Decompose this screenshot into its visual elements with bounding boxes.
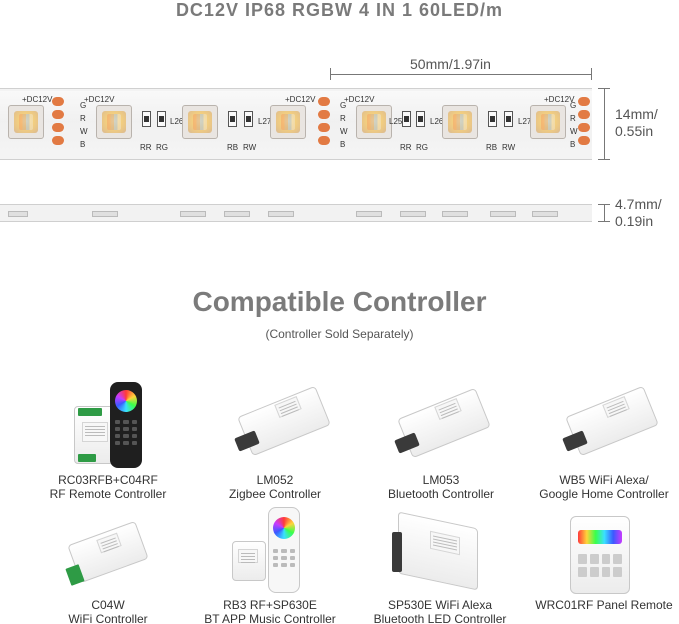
length-dimension-label: 50mm/1.97in [410, 56, 491, 72]
product-image-lm052 [228, 385, 332, 466]
resistor-label: RG [156, 143, 168, 152]
led-chip [96, 105, 132, 139]
led-strip-side-view [0, 204, 592, 222]
resistor-label: RW [243, 143, 257, 152]
section-title: Compatible Controller [192, 286, 487, 317]
led-chip [530, 105, 566, 139]
height-dimension-label: 4.7mm/ 0.19in [615, 196, 662, 229]
resistor-label: RB [486, 143, 498, 152]
led-label: L25 [389, 117, 403, 126]
strip-label-voltage: +DC12V [22, 95, 53, 104]
section-subtitle: (Controller Sold Separately) [265, 327, 414, 341]
led-label: L27 [518, 117, 532, 126]
resistor-label: RG [416, 143, 428, 152]
led-chip [356, 105, 392, 139]
height-dimension-line [598, 204, 610, 222]
headline: DC12V IP68 RGBW 4 IN 1 60LED/m [175, 0, 504, 20]
product-image-rb3-sp630e [228, 505, 332, 595]
product-image-rc03rfb-c04rf [70, 378, 160, 468]
led-chip [8, 105, 44, 139]
led-label: L26 [430, 117, 444, 126]
product-caption-wrc01rf: WRC01RF Panel Remote [535, 598, 673, 612]
product-image-wb5 [556, 385, 660, 466]
resistor [142, 111, 151, 127]
width-dimension-label: 14mm/ 0.55in [615, 106, 658, 139]
product-caption-wb5: WB5 WiFi Alexa/Google Home Controller [539, 473, 669, 501]
led-chip [270, 105, 306, 139]
solder-pads [578, 97, 592, 153]
width-dimension-line [598, 88, 610, 160]
resistor-label: RR [140, 143, 152, 152]
strip-label-voltage: +DC12V [84, 95, 115, 104]
resistor [228, 111, 237, 127]
resistor [402, 111, 411, 127]
solder-pads [318, 97, 332, 153]
led-label: L26 [170, 117, 184, 126]
solder-pads [52, 97, 66, 153]
strip-label-voltage: +DC12V [544, 95, 575, 104]
product-image-sp530e [388, 510, 492, 594]
length-dimension-line [330, 68, 592, 80]
resistor-label: RB [227, 143, 239, 152]
product-image-lm053 [388, 387, 492, 468]
resistor [244, 111, 253, 127]
led-chip [182, 105, 218, 139]
product-image-wrc01rf [560, 512, 640, 596]
strip-label-voltage: +DC12V [344, 95, 375, 104]
resistor [488, 111, 497, 127]
strip-label-voltage: +DC12V [285, 95, 316, 104]
resistor [504, 111, 513, 127]
resistor-label: RR [400, 143, 412, 152]
product-image-c04w [62, 520, 152, 590]
led-chip [442, 105, 478, 139]
led-label: L27 [258, 117, 272, 126]
resistor [157, 111, 166, 127]
resistor [416, 111, 425, 127]
resistor-label: RW [502, 143, 516, 152]
